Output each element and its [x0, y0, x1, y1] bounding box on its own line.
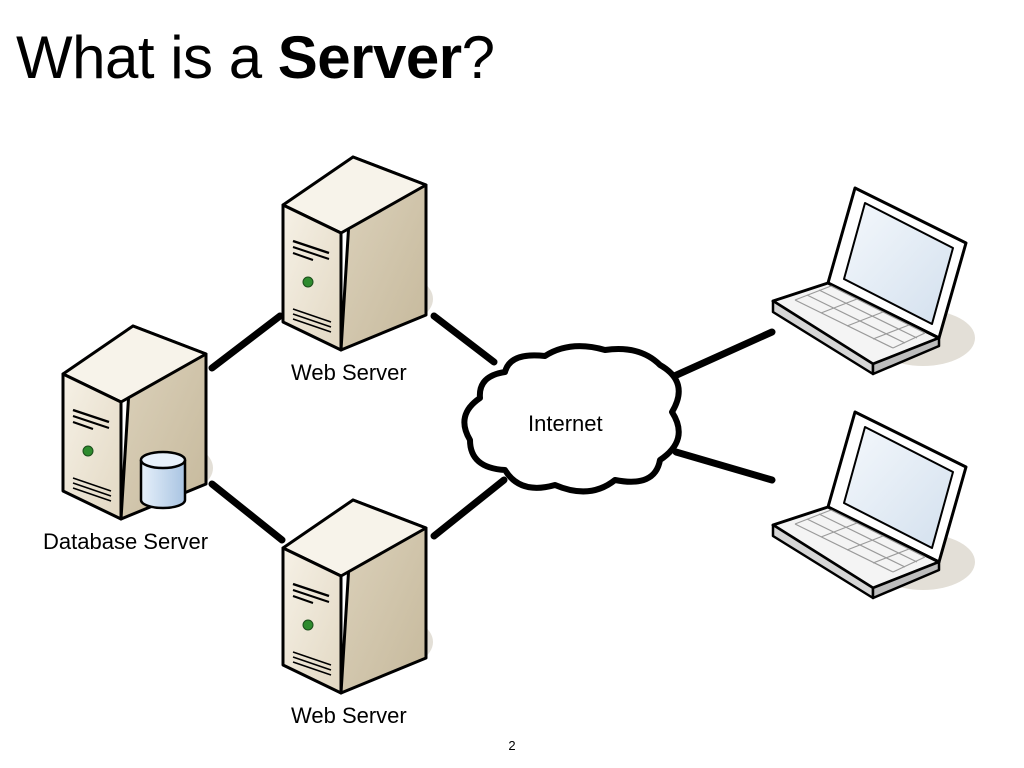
link-internet-to-top-laptop: [666, 328, 776, 382]
title-bold: Server: [277, 24, 462, 91]
title-suffix: ?: [461, 24, 495, 91]
link-bottom-web-to-internet: [430, 476, 508, 540]
internet-label: Internet: [528, 411, 603, 436]
connector-lines: [208, 312, 776, 544]
laptop-icon: [771, 186, 977, 376]
link-db-to-bottom-web: [208, 480, 286, 544]
web-server-top-label: Web Server: [291, 360, 407, 385]
server-tower-icon: [61, 324, 215, 521]
link-top-web-to-internet: [430, 312, 498, 366]
title-prefix: What is a: [16, 24, 278, 91]
cloud-icon: [461, 343, 682, 495]
database-cylinder-icon: [139, 450, 187, 510]
database-server-label: Database Server: [43, 529, 208, 554]
web-server-bottom-label: Web Server: [291, 703, 407, 728]
server-tower-icon: [281, 155, 435, 352]
page-number: 2: [508, 738, 516, 753]
server-tower-icon: [281, 498, 435, 695]
slide-title: What is a Server?: [16, 22, 495, 94]
link-db-to-top-web: [208, 312, 284, 372]
laptop-icon: [771, 410, 977, 600]
link-internet-to-bottom-laptop: [672, 448, 776, 484]
